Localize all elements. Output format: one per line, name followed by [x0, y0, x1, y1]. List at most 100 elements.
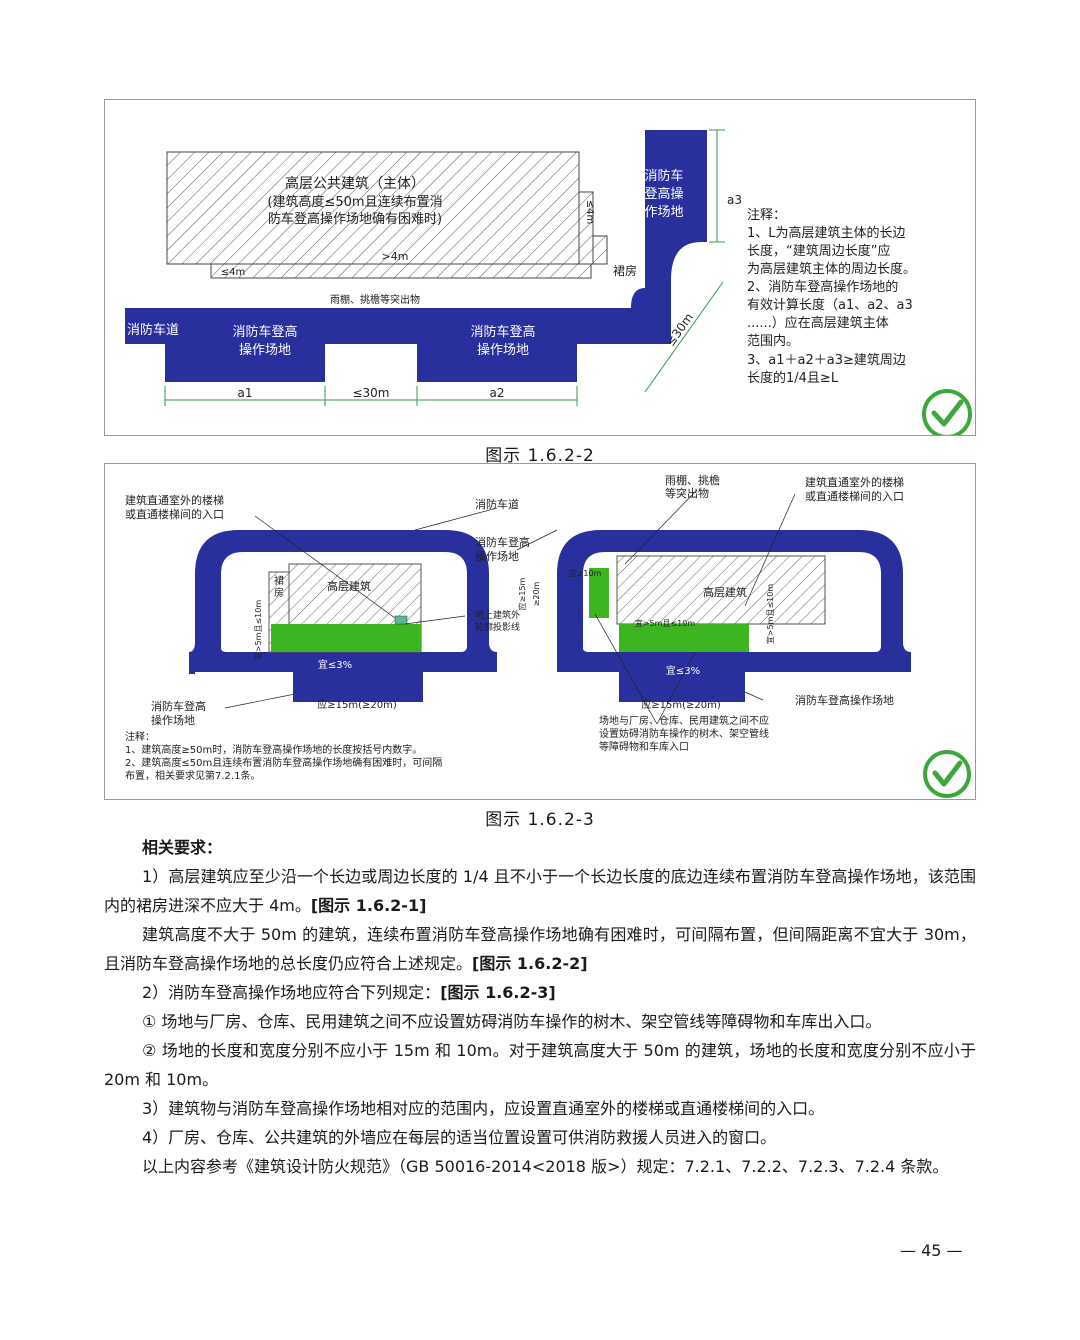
label-stairs-left-1: 建筑直通室外的楼梯 — [125, 493, 224, 507]
figure-1-diagram: 高层公共建筑（主体） (建筑高度≤50m且连续布置消 防车登高操作场地确有困难时… — [125, 129, 972, 435]
building-main — [166, 151, 580, 265]
canopy-strip — [210, 263, 592, 279]
requirements-text: 相关要求： 1）高层建筑应至少沿一个长边或周边长度的 1/4 且不小于一个长边长… — [104, 833, 976, 1181]
paragraph: 3）建筑物与消防车登高操作场地相对应的范围内，应设置直通室外的楼梯或直通楼梯间的… — [142, 1099, 825, 1118]
pad-mid-line1: 消防车登高 — [470, 324, 535, 340]
paragraph: 建筑高度不大于 50m 的建筑，连续布置消防车登高操作场地确有困难时，可间隔布置… — [104, 920, 976, 978]
label-pad-top-2: 操作场地 — [475, 549, 519, 563]
road-loop-left — [195, 530, 497, 702]
building-note-2: 防车登高操作场地确有困难时) — [268, 211, 442, 227]
paragraph: 以上内容参考《建筑设计防火规范》（GB 50016-2014<2018 版>）规… — [142, 1157, 949, 1176]
label-obstacle-3: 等障碍物和车库入口 — [599, 740, 689, 753]
paragraph: 4）厂房、仓库、公共建筑的外墙应在每层的适当位置设置可供消防救援人员进入的窗口。 — [142, 1128, 777, 1147]
paragraph: 1）高层建筑应至少沿一个长边或周边长度的 1/4 且不小于一个长边长度的底边连续… — [104, 862, 976, 920]
dim-gap: ≤30m — [352, 386, 389, 400]
note-line: 注释： — [747, 208, 786, 223]
label-pad-bottom-right: 消防车登高操作场地 — [795, 693, 894, 707]
figure-1-6-2-3: 高层建筑 高层建筑 裙 房 宜≤3% 宜≤3% 应≥15m(≥20m) 应≥15… — [104, 463, 976, 800]
building-note-1: (建筑高度≤50m且连续布置消 — [267, 194, 442, 210]
note-line: 3、a1＋a2＋a3≥建筑周边 — [747, 352, 906, 368]
road-label: 消防车道 — [127, 322, 179, 338]
podium-label: 裙房 — [613, 263, 637, 278]
check-icon — [922, 389, 972, 435]
pad-left-line2: 操作场地 — [239, 342, 291, 358]
building-right-label: 高层建筑 — [703, 585, 747, 599]
pad-mid-line2: 操作场地 — [477, 342, 529, 358]
label-canopy-2: 等突出物 — [665, 486, 709, 500]
paragraph-text: 2）消防车登高操作场地应符合下列规定： — [142, 983, 441, 1002]
requirements-heading: 相关要求： — [142, 838, 223, 857]
note-line: 2、消防车登高操作场地的 — [747, 279, 898, 295]
dim-mid-side2: ≥20m — [532, 581, 541, 606]
dimension-lines — [164, 129, 725, 406]
figure-1-6-2-2: 高层公共建筑（主体） (建筑高度≤50m且连续布置消 防车登高操作场地确有困难时… — [104, 99, 976, 436]
note-line: ......）应在高层建筑主体 — [747, 315, 889, 331]
label-outline-1: 地上建筑外 — [475, 609, 520, 621]
note-line: 长度的1/4且≥L — [747, 370, 839, 386]
note-line: 长度，“建筑周边长度”应 — [747, 243, 890, 259]
figure-1-caption: 图示 1.6.2-2 — [485, 446, 595, 466]
dim-mid-side: 应≥15m — [517, 577, 527, 610]
dim-a3: a3 — [727, 193, 742, 207]
stair-entry-left — [394, 615, 408, 625]
building-left-label: 高层建筑 — [327, 579, 371, 593]
pad-right — [619, 624, 749, 652]
figure-ref: [图示 1.6.2-2] — [472, 954, 588, 973]
dim-right-mid: 宜>5m且≤10m — [635, 618, 695, 628]
dim-4m-right: ≤4m — [584, 200, 595, 224]
pad-left — [271, 624, 421, 652]
label-pad-bottom-left-2: 操作场地 — [151, 713, 195, 727]
paragraph: 2）消防车登高操作场地应符合下列规定：[图示 1.6.2-3] — [104, 978, 976, 1007]
podium — [592, 235, 608, 265]
label-stairs-right-1: 建筑直通室外的楼梯 — [805, 475, 904, 489]
building-right — [616, 555, 826, 625]
dim-right-bottom: 应≥15m(≥20m) — [641, 698, 721, 711]
note-line: 有效计算长度（a1、a2、a3 — [747, 297, 913, 313]
label-obstacle-1: 场地与厂房、仓库、民用建筑之间不应 — [599, 714, 769, 727]
dim-left-side: 宜>5m且≤10m — [253, 600, 263, 660]
paragraph: ① 场地与厂房、仓库、民用建筑之间不应设置妨碍消防车操作的树木、架空管线等障碍物… — [142, 1012, 882, 1031]
page-number: — 45 — — [900, 1241, 963, 1260]
canopy-label: 雨棚、挑檐等突出物 — [330, 293, 420, 306]
dim-4m-mid: >4m — [382, 250, 409, 263]
label-pad-bottom-left-1: 消防车登高 — [151, 699, 206, 713]
figure-2-notes: 注释： 1、建筑高度≥50m时，消防车登高操作场地的长度按括号内数字。 2、建筑… — [125, 730, 442, 782]
label-obstacle-2: 设置妨碍消防车操作的树木、架空管线 — [599, 727, 769, 740]
slope-left: 宜≤3% — [318, 658, 352, 671]
figure-1-notes: 注释： 1、L为高层建筑主体的长边 长度，“建筑周边长度”应 为高层建筑主体的周… — [747, 208, 916, 386]
paragraph-text: 1）高层建筑应至少沿一个长边或周边长度的 1/4 且不小于一个长边长度的底边连续… — [104, 867, 976, 915]
figure-ref: [图示 1.6.2-3] — [440, 983, 556, 1002]
fire-road — [125, 130, 707, 382]
slope-right: 宜≤3% — [666, 664, 700, 677]
label-pad-top-1: 消防车登高 — [475, 535, 530, 549]
paragraph: ② 场地的长度和宽度分别不应小于 15m 和 10m。对于建筑高度大于 50m … — [104, 1041, 976, 1089]
note-line: 注释： — [125, 730, 155, 743]
figure-2-diagram: 高层建筑 高层建筑 裙 房 宜≤3% 宜≤3% 应≥15m(≥20m) 应≥15… — [125, 473, 971, 798]
note-line: 布置，相关要求见第7.2.1条。 — [125, 769, 260, 782]
dim-4m-left: ≤4m — [221, 267, 245, 278]
dim-a1: a1 — [238, 386, 253, 400]
leader-lines — [224, 489, 796, 725]
pad-left-line1: 消防车登高 — [232, 324, 297, 340]
note-line: 2、建筑高度≤50m且连续布置消防车登高操作场地确有困难时，可间隔 — [125, 756, 442, 769]
pad-right-line3: 作场地 — [644, 205, 683, 220]
pad-right-side — [589, 568, 609, 618]
building-title: 高层公共建筑（主体） — [285, 175, 425, 192]
figure-2-caption: 图示 1.6.2-3 — [485, 810, 595, 830]
dim-left-bottom: 应≥15m(≥20m) — [317, 698, 397, 711]
dim-right-side: 宜>5m且≤10m — [765, 584, 775, 644]
note-line: 1、L为高层建筑主体的长边 — [747, 225, 906, 241]
road-loop-right — [557, 530, 911, 702]
dim-a2: a2 — [490, 386, 505, 400]
label-canopy-1: 雨棚、挑檐 — [665, 473, 720, 487]
label-road: 消防车道 — [475, 497, 519, 511]
podium-label-2: 房 — [274, 586, 284, 599]
check-icon — [923, 750, 971, 798]
note-line: 范围内。 — [747, 333, 799, 349]
pad-right-line1: 消防车 — [644, 168, 683, 184]
paragraph-text: 建筑高度不大于 50m 的建筑，连续布置消防车登高操作场地确有困难时，可间隔布置… — [104, 925, 976, 973]
label-stairs-right-2: 或直通楼梯间的入口 — [805, 489, 904, 503]
note-line: 1、建筑高度≥50m时，消防车登高操作场地的长度按括号内数字。 — [125, 743, 422, 756]
label-outline-2: 轮廓投影线 — [475, 621, 520, 633]
note-line: 为高层建筑主体的周边长度。 — [747, 261, 916, 277]
